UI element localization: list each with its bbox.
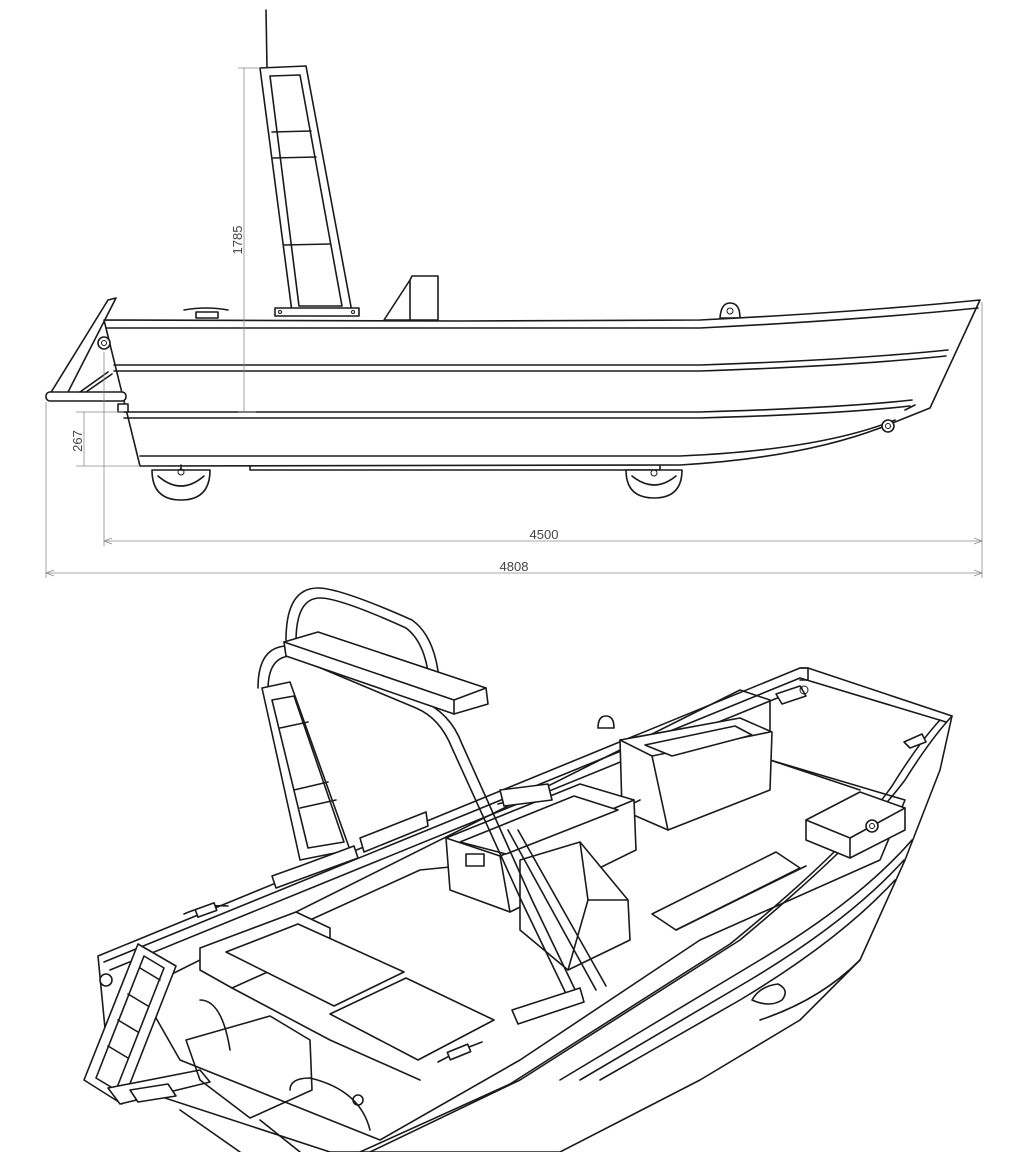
trailer-wheel-rear xyxy=(151,464,211,501)
iso-bow-ladder xyxy=(83,943,211,1105)
iso-aft-bench xyxy=(619,717,773,831)
isometric-view xyxy=(83,587,953,1152)
antenna xyxy=(265,9,268,69)
cleat xyxy=(183,307,229,319)
side-view-tower xyxy=(259,9,360,317)
iso-bow xyxy=(179,999,371,1152)
dimension-overall-length: 4808 xyxy=(44,402,984,578)
iso-forward-seat xyxy=(199,911,495,1081)
dimension-label-4500: 4500 xyxy=(530,527,559,542)
lifting-eye xyxy=(719,302,741,319)
iso-trailer-wheel xyxy=(751,983,786,1005)
iso-rail-fitting xyxy=(359,811,429,853)
side-view: 1785 267 4500 4808 xyxy=(44,9,984,578)
trailer-wheel-front xyxy=(625,469,683,499)
dimension-tower-height: 1785 xyxy=(230,67,260,413)
bow-rail xyxy=(45,297,129,413)
console xyxy=(383,275,439,321)
iso-deck xyxy=(139,689,906,1141)
dimension-label-267: 267 xyxy=(70,430,85,452)
dimension-label-4808: 4808 xyxy=(500,559,529,574)
tower-base xyxy=(274,307,360,317)
iso-console xyxy=(445,783,637,971)
iso-stern-fittings xyxy=(597,685,927,749)
dimension-keel-height: 267 xyxy=(70,411,140,467)
iso-bow-cleat xyxy=(183,902,483,1106)
iso-tower xyxy=(257,587,607,1025)
iso-side-bench xyxy=(805,791,906,859)
dimension-label-1785: 1785 xyxy=(230,226,245,255)
dimension-hull-length: 4500 xyxy=(102,302,984,578)
side-view-hull xyxy=(97,299,981,471)
